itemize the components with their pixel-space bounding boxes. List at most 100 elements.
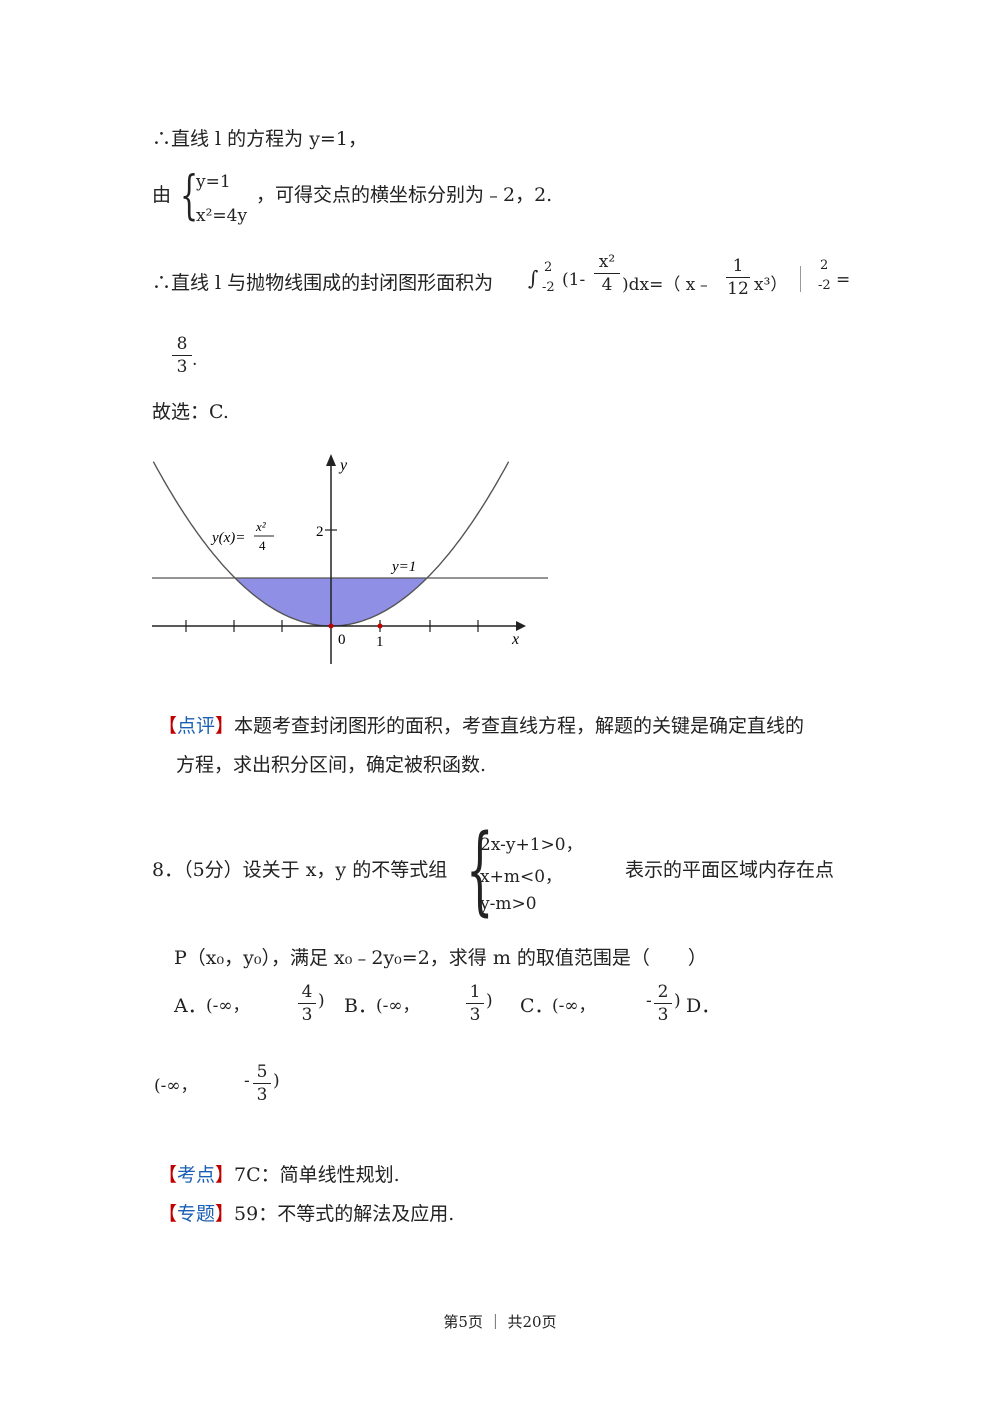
system-eq2: x²=4y — [196, 206, 248, 226]
system-prefix: 由 — [152, 184, 172, 206]
option-b-den: 3 — [469, 1005, 481, 1025]
comment-tag-close: 】 — [215, 715, 235, 737]
origin-point — [328, 623, 334, 629]
system-brace: { — [180, 166, 199, 226]
coef-fraction: 1 12 — [726, 256, 750, 299]
solution-line-1: ∴直线 l 的方程为 y=1， — [152, 128, 367, 150]
x-axis-ticks — [185, 620, 479, 632]
q8-number-stem: 8．（5分）设关于 x，y 的不等式组 — [152, 859, 448, 881]
comment-line-1: 【点评】本题考查封闭图形的面积，考查直线方程，解题的关键是确定直线的 — [158, 711, 804, 738]
option-c-close: ) — [674, 991, 681, 1011]
system-suffix: ，可得交点的横坐标分别为﹣2，2. — [256, 184, 553, 206]
antiderivative-tail: x³） — [754, 275, 788, 295]
x-axis-arrow — [516, 621, 526, 631]
fraction-bar — [594, 273, 620, 274]
result-num: 8 — [176, 334, 188, 354]
curve-label-num: x² — [255, 519, 267, 534]
comment-tag-open: 【 — [158, 715, 178, 737]
kaodian-text: 7C：简单线性规划. — [234, 1164, 400, 1186]
line-label: y=1 — [390, 559, 416, 575]
q8-stem-line-2: P（x₀，y₀），满足 x₀﹣2y₀=2，求得 m 的取值范围是（ ） — [174, 947, 707, 969]
zhuanti-tag: 专题 — [177, 1203, 216, 1225]
x-axis-label: x — [511, 631, 519, 648]
kaodian-tag: 考点 — [177, 1164, 216, 1186]
comment-text-1: 本题考查封闭图形的面积，考查直线方程，解题的关键是确定直线的 — [234, 715, 805, 737]
result-fraction: 8 3 — [172, 334, 192, 377]
comment-text-2: 方程，求出积分区间，确定被积函数. — [176, 754, 487, 776]
system-eq1: y=1 — [196, 172, 231, 192]
zhuanti-bracket-close: 】 — [215, 1203, 235, 1225]
y-axis-arrow — [326, 454, 336, 466]
option-b-open: (-∞， — [376, 996, 420, 1016]
q8-inequality-3: y-m>0 — [480, 894, 537, 914]
q8-inequality-2: x+m<0， — [480, 867, 563, 887]
integrand-a: (1- — [562, 270, 586, 290]
curve-label-den: 4 — [259, 538, 266, 553]
option-c-den: 3 — [657, 1005, 669, 1025]
fraction-bar — [172, 355, 192, 356]
integral-upper: 2 — [544, 260, 553, 275]
result-dot: . — [192, 350, 198, 370]
option-a-num: 4 — [301, 982, 313, 1002]
zhuanti-bracket-open: 【 — [158, 1203, 178, 1225]
option-d-den: 3 — [256, 1085, 268, 1105]
eval-lower: -2 — [818, 278, 831, 293]
option-c-fraction: 2 3 — [654, 982, 672, 1025]
fraction-bar — [654, 1003, 672, 1004]
parabola-figure: y x 2 0 1 y=1 y(x)= x² 4 — [152, 454, 548, 664]
option-b-close: ) — [486, 991, 493, 1011]
integrand-b: )dx=（ x﹣ — [622, 275, 713, 295]
kaodian-bracket-close: 】 — [215, 1164, 235, 1186]
option-c-num: 2 — [657, 982, 669, 1002]
integrand-num: x² — [598, 252, 616, 272]
evaluation-bar — [800, 266, 802, 292]
y-tick-2-label: 2 — [316, 524, 324, 540]
option-d-fraction: 5 3 — [253, 1062, 271, 1105]
option-b-fraction: 1 3 — [466, 982, 484, 1025]
answer-line: 故选：C. — [152, 401, 229, 423]
option-d-open: (-∞， — [154, 1076, 198, 1096]
option-c-label[interactable]: C． — [520, 995, 554, 1017]
fraction-bar — [726, 277, 750, 278]
option-a-fraction: 4 3 — [298, 982, 316, 1025]
origin-label: 0 — [338, 632, 346, 648]
option-d-close: ) — [273, 1071, 280, 1091]
q8-system-brace: { — [466, 814, 494, 926]
q8-inequality-1: 2x-y+1>0， — [480, 835, 583, 855]
x-tick-1-label: 1 — [376, 634, 384, 650]
option-a-den: 3 — [301, 1005, 313, 1025]
q8-stem-tail: 表示的平面区域内存在点 — [625, 859, 835, 881]
option-a-open: (-∞， — [206, 996, 250, 1016]
fraction-bar — [253, 1083, 271, 1084]
curve-label: y(x)= — [210, 530, 245, 546]
x1-point — [377, 623, 383, 629]
option-d-label[interactable]: D． — [686, 995, 721, 1017]
option-c-open: (-∞， — [552, 996, 596, 1016]
coef-den: 12 — [727, 279, 749, 299]
eval-equals: = — [836, 270, 851, 290]
zhuanti-text: 59：不等式的解法及应用. — [234, 1203, 455, 1225]
page-footer: 第5页 ｜ 共20页 — [443, 1313, 557, 1331]
option-a-label[interactable]: A． — [174, 995, 207, 1017]
fraction-bar — [466, 1003, 484, 1004]
y-axis-label: y — [338, 457, 348, 474]
option-d-neg: - — [244, 1071, 250, 1091]
comment-tag: 点评 — [177, 715, 216, 737]
eval-upper: 2 — [820, 258, 829, 273]
integrand-den: 4 — [601, 275, 613, 295]
option-b-num: 1 — [469, 982, 481, 1002]
result-den: 3 — [176, 357, 188, 377]
fraction-bar — [298, 1003, 316, 1004]
option-b-label[interactable]: B． — [344, 995, 377, 1017]
integrand-fraction: x² 4 — [594, 252, 620, 295]
integral-sign: ∫ — [528, 266, 539, 290]
integral-lower: -2 — [542, 280, 555, 295]
kaodian-bracket-open: 【 — [158, 1164, 178, 1186]
zhuanti-line: 【专题】59：不等式的解法及应用. — [158, 1199, 454, 1226]
option-d-num: 5 — [256, 1062, 268, 1082]
kaodian-line: 【考点】7C：简单线性规划. — [158, 1160, 400, 1187]
option-c-neg: - — [646, 991, 652, 1011]
coef-num: 1 — [732, 256, 744, 276]
option-a-close: ) — [318, 991, 325, 1011]
area-prefix: ∴直线 l 与抛物线围成的封闭图形面积为 — [152, 272, 494, 294]
